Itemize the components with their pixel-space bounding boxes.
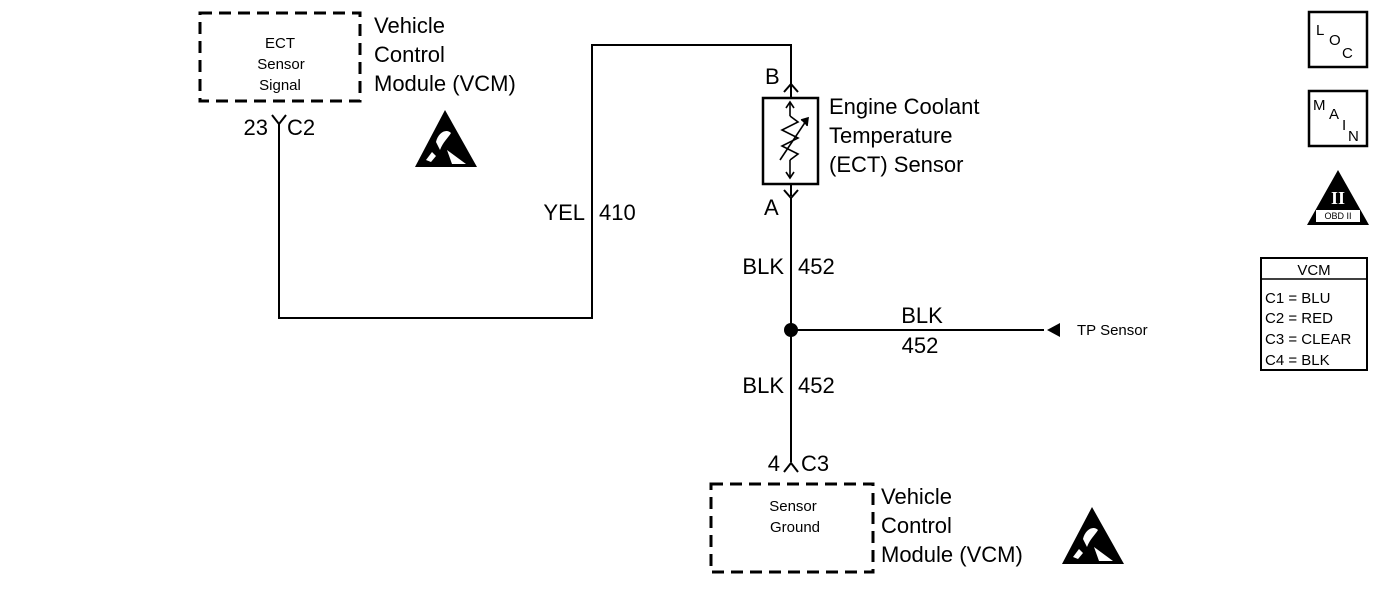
wire-blk-branch-circuit: 452 bbox=[902, 333, 939, 358]
svg-text:II: II bbox=[1331, 188, 1345, 208]
legend-row: C3 = CLEAR bbox=[1265, 331, 1351, 348]
vcm-top-label-line-3: Module (VCM) bbox=[374, 71, 516, 96]
sensor-ground-box bbox=[709, 482, 875, 574]
obd-ii-icon: II OBD II bbox=[1307, 170, 1369, 225]
vcm-bottom-connector-id: C3 bbox=[801, 451, 829, 476]
ect-sensor-signal-box bbox=[198, 11, 362, 103]
vcm-top-pin-number: 23 bbox=[244, 115, 268, 140]
vcm-connector-legend: VCM C1 = BLU C2 = RED C3 = CLEAR C4 = BL… bbox=[1260, 257, 1368, 371]
sensor-ground-line-2: Ground bbox=[770, 519, 820, 536]
legend-row: C4 = BLK bbox=[1265, 352, 1330, 369]
thermistor-icon bbox=[779, 100, 809, 180]
vcm-bottom-pin-number: 4 bbox=[768, 451, 780, 476]
svg-text:N: N bbox=[1348, 128, 1359, 145]
ect-signal-box-line-2: Sensor bbox=[257, 56, 305, 73]
svg-text:L: L bbox=[1316, 22, 1324, 39]
vcm-bottom-label-line-3: Module (VCM) bbox=[881, 542, 1023, 567]
ect-terminal-a: A bbox=[764, 195, 779, 220]
connector-c3-symbol bbox=[783, 461, 799, 473]
vcm-top-connector-id: C2 bbox=[287, 115, 315, 140]
svg-text:OBD II: OBD II bbox=[1324, 211, 1351, 221]
esd-warning-icon bbox=[415, 110, 477, 167]
connector-c2-symbol bbox=[271, 114, 287, 126]
wire-blk-lower-circuit: 452 bbox=[798, 373, 835, 398]
loc-icon: L O C bbox=[1307, 10, 1369, 69]
arrow-left-icon bbox=[1047, 323, 1060, 337]
wire-blk-upper-color: BLK bbox=[742, 254, 784, 279]
esd-warning-icon bbox=[1062, 507, 1124, 564]
ect-terminal-b: B bbox=[765, 64, 780, 89]
ect-signal-box-line-3: Signal bbox=[259, 77, 301, 94]
svg-text:I: I bbox=[1342, 117, 1346, 134]
svg-text:A: A bbox=[1329, 106, 1339, 123]
vcm-top-label-line-2: Control bbox=[374, 42, 445, 67]
wire-yel-color: YEL bbox=[543, 200, 585, 225]
vcm-top-label-line-1: Vehicle bbox=[374, 13, 445, 38]
vcm-bottom-label-line-1: Vehicle bbox=[881, 484, 952, 509]
ect-sensor-label-line-1: Engine Coolant bbox=[829, 94, 979, 119]
wire-blk-branch-color: BLK bbox=[901, 303, 943, 328]
legend-row: C1 = BLU bbox=[1265, 290, 1330, 307]
tp-sensor-label: TP Sensor bbox=[1077, 322, 1148, 339]
wire-blk-upper-circuit: 452 bbox=[798, 254, 835, 279]
wire-yel-410 bbox=[278, 44, 792, 319]
ect-signal-box-line-1: ECT bbox=[265, 35, 295, 52]
ect-sensor-label-line-2: Temperature bbox=[829, 123, 953, 148]
ect-sensor-label-line-3: (ECT) Sensor bbox=[829, 152, 963, 177]
svg-text:M: M bbox=[1313, 97, 1326, 114]
svg-text:C: C bbox=[1342, 45, 1353, 62]
legend-title: VCM bbox=[1297, 262, 1330, 279]
svg-text:O: O bbox=[1329, 32, 1341, 49]
sensor-ground-line-1: Sensor bbox=[769, 498, 817, 515]
main-icon: M A I N bbox=[1307, 89, 1369, 148]
wire-blk-lower-color: BLK bbox=[742, 373, 784, 398]
wire-yel-circuit: 410 bbox=[599, 200, 636, 225]
legend-row: C2 = RED bbox=[1265, 310, 1333, 327]
vcm-bottom-label-line-2: Control bbox=[881, 513, 952, 538]
